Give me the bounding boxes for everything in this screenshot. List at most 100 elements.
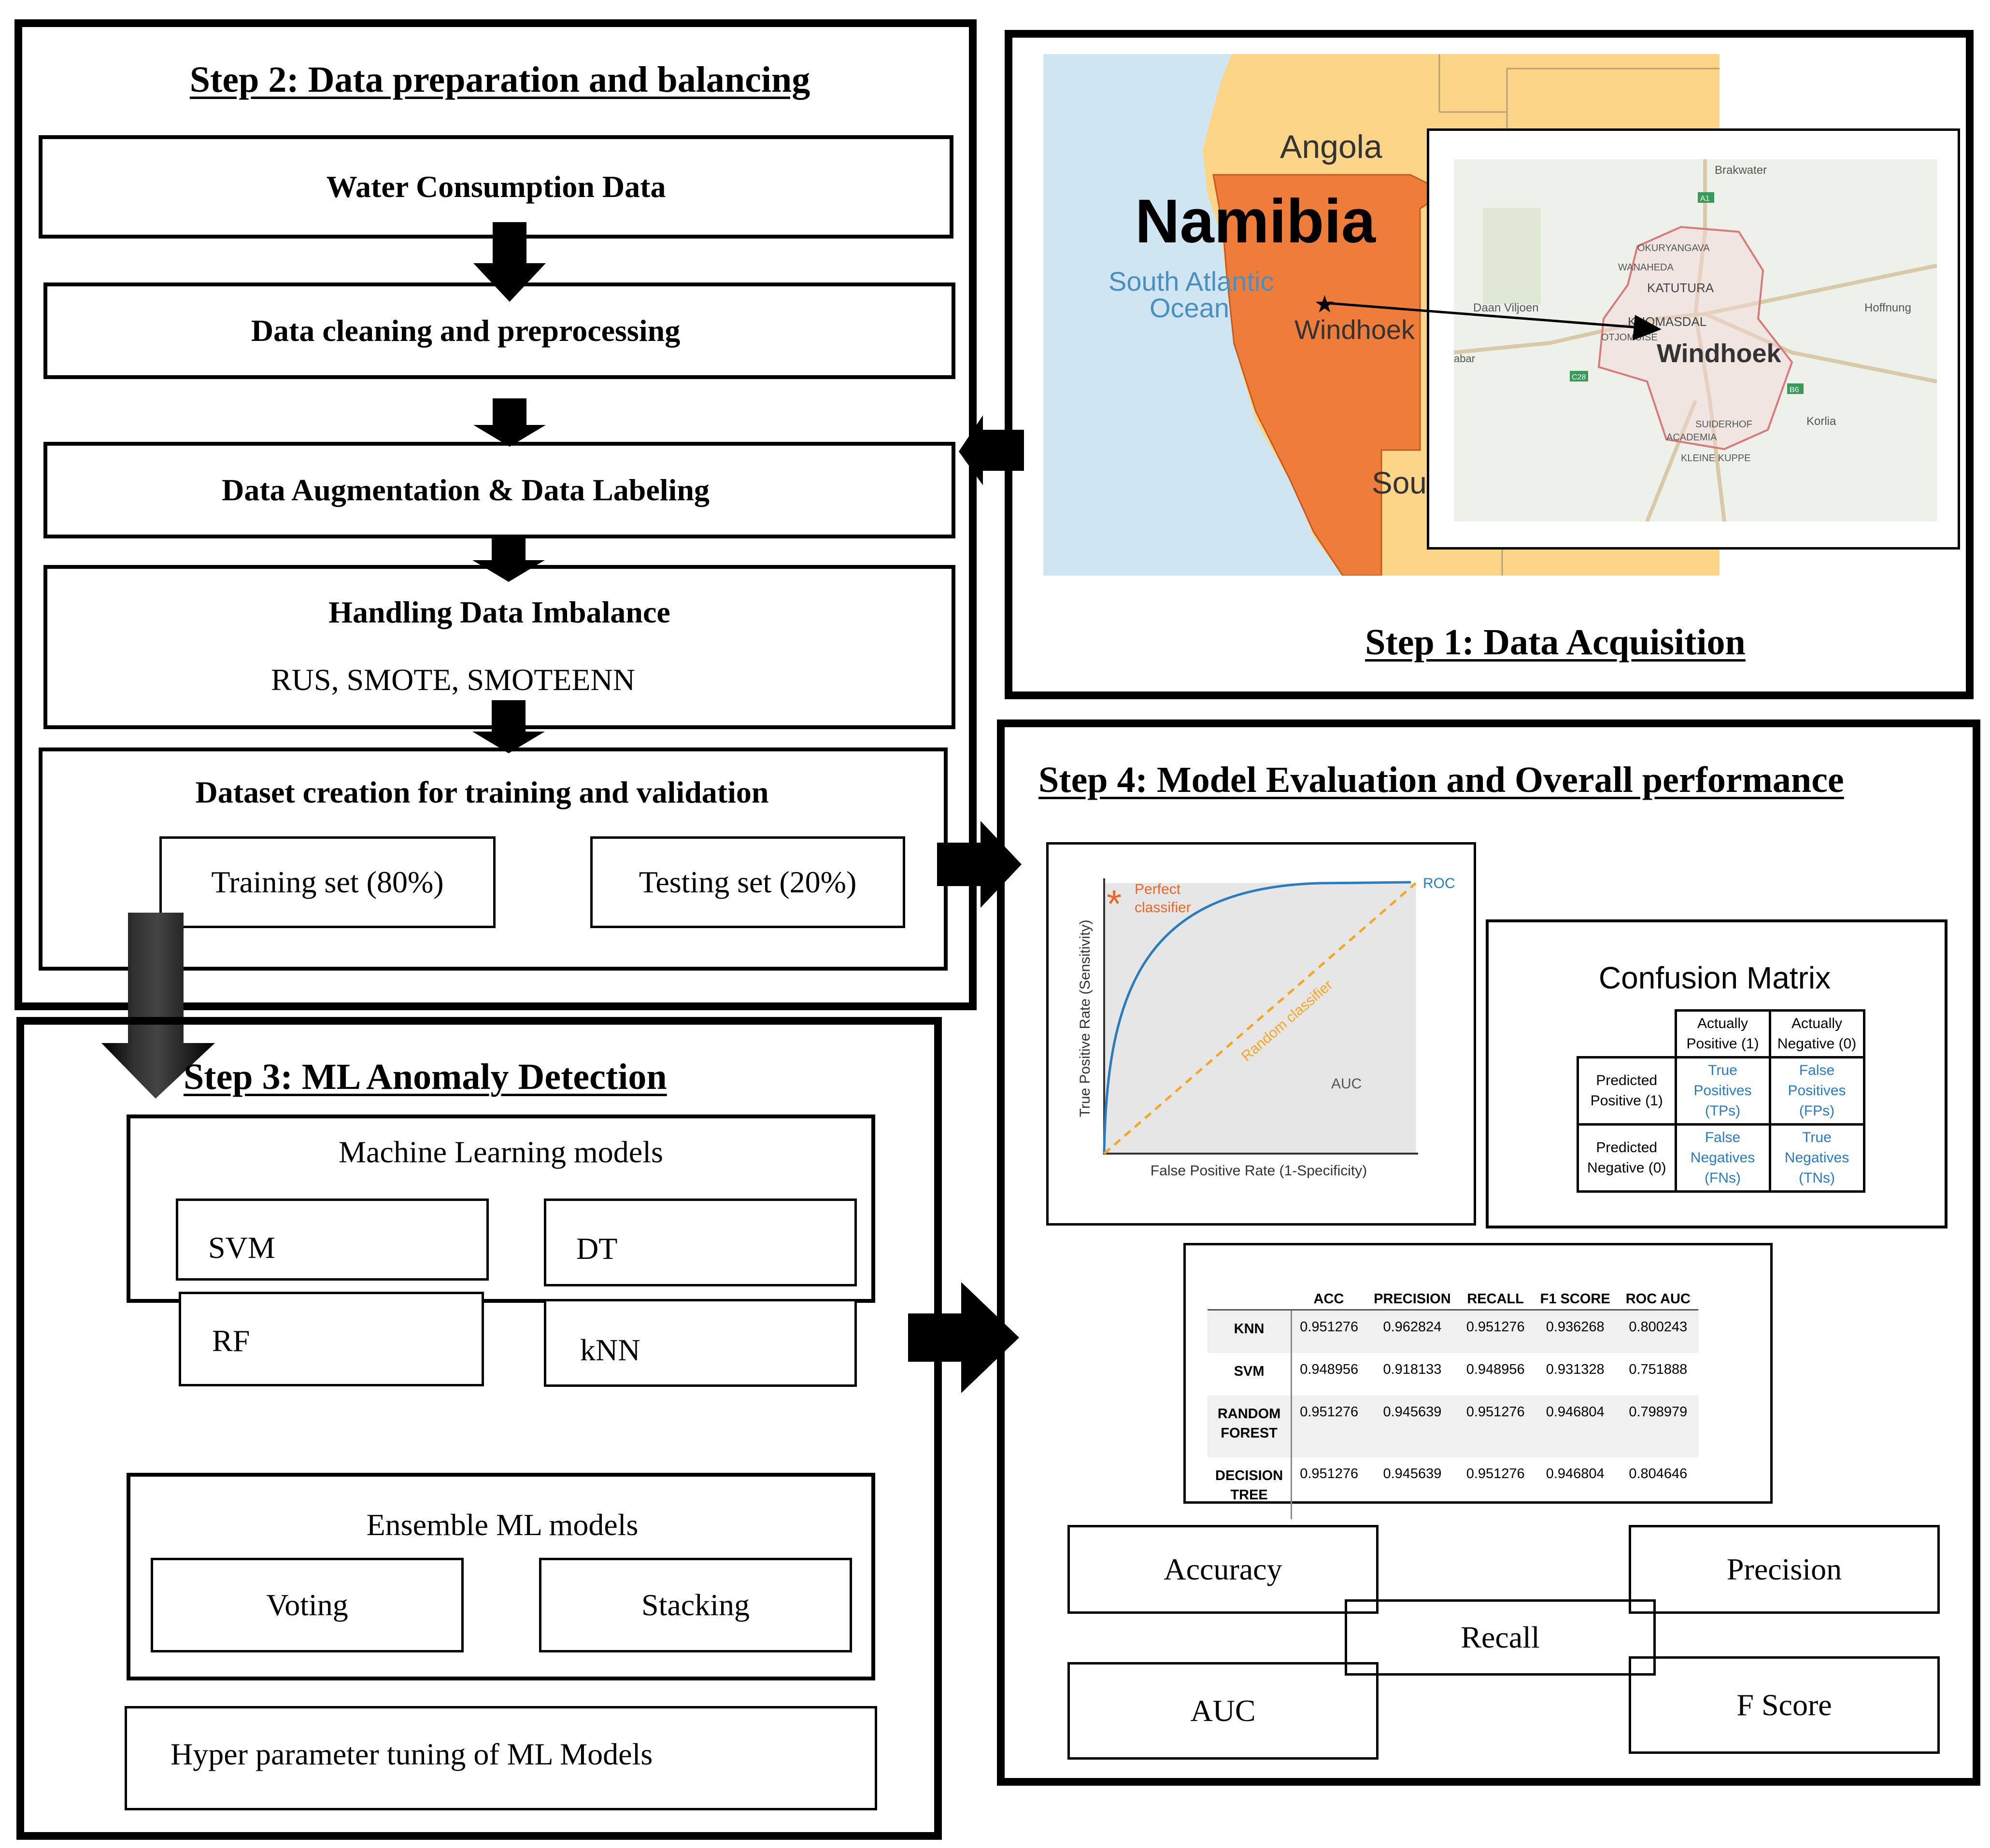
cm-col2-line2: Negative (0) — [1777, 1036, 1857, 1052]
road-label-c28: C28 — [1572, 373, 1586, 381]
cm-fp-line1: False — [1799, 1062, 1835, 1078]
cm-fp-line2: Positives — [1788, 1083, 1846, 1099]
dt-box: DT — [544, 1199, 857, 1286]
angola-label: Angola — [1280, 128, 1382, 165]
road-label-b6: B6 — [1790, 386, 1799, 394]
training-set-box: Training set (80%) — [159, 836, 496, 928]
results-header-blank — [1208, 1289, 1292, 1311]
random-classifier-line — [1103, 882, 1417, 1155]
city-label-katutura: KATUTURA — [1647, 281, 1714, 295]
results-cell: 0.936268 — [1532, 1310, 1618, 1353]
south-africa-partial-label: Sout — [1372, 466, 1436, 500]
ocean-label-2: Ocean — [1150, 293, 1229, 323]
results-cell: 0.945639 — [1383, 1466, 1442, 1481]
results-cell: 0.804646 — [1629, 1466, 1688, 1481]
cm-row2-line1: Predicted — [1596, 1140, 1658, 1156]
city-label-daan-viljoen: Daan Viljoen — [1473, 301, 1539, 314]
city-label-kleine-kuppe: KLEINE KUPPE — [1681, 453, 1751, 464]
roc-chart: * Perfect classifier ROC Random classifi… — [1077, 875, 1455, 1179]
cm-fn-line3: (FNs) — [1705, 1170, 1741, 1186]
city-title-windhoek: Windhoek — [1657, 339, 1781, 368]
cm-tn-line2: Negatives — [1784, 1150, 1849, 1166]
cm-row1-line2: Positive (1) — [1590, 1093, 1663, 1109]
svm-box: SVM — [176, 1199, 489, 1281]
results-cell: 0.946804 — [1546, 1466, 1605, 1481]
results-cell: 0.798979 — [1618, 1396, 1698, 1457]
cm-tp-line2: Positives — [1693, 1083, 1752, 1099]
arrow-down-4 — [472, 700, 545, 753]
rf-box: RF — [179, 1292, 484, 1386]
results-row-label-line2: FOREST — [1221, 1425, 1278, 1441]
ensemble-models-title: Ensemble ML models — [366, 1508, 639, 1542]
knn-box: kNN — [544, 1299, 857, 1387]
results-table-wrap: ACC PRECISION RECALL F1 SCORE ROC AUC KN… — [1208, 1289, 1698, 1519]
results-cell: 0.945639 — [1366, 1396, 1459, 1457]
step3-title: Step 3: ML Anomaly Detection — [184, 1057, 667, 1097]
testing-set-box: Testing set (20%) — [590, 836, 905, 928]
metric-fscore-box: F Score — [1629, 1656, 1940, 1754]
city-label-suiderhof: SUIDERHOF — [1695, 419, 1752, 430]
results-header-acc: ACC — [1291, 1289, 1366, 1311]
results-header-precision: PRECISION — [1366, 1289, 1459, 1311]
results-header-recall: RECALL — [1458, 1289, 1533, 1311]
cm-row1-line1: Predicted — [1596, 1072, 1658, 1088]
stacking-box: Stacking — [539, 1558, 852, 1652]
cm-fn-line2: Negatives — [1690, 1150, 1755, 1166]
step1-title: Step 1: Data Acquisition — [1365, 621, 1746, 663]
arrow-step2-to-step3 — [101, 913, 215, 1099]
results-cell: 0.951276 — [1458, 1396, 1533, 1457]
results-cell: 0.951276 — [1458, 1310, 1533, 1353]
results-cell: 0.951276 — [1291, 1396, 1366, 1457]
cm-corner — [1578, 1011, 1676, 1058]
data-imbalance-methods: RUS, SMOTE, SMOTEENN — [271, 663, 635, 697]
cm-fp-line3: (FPs) — [1799, 1103, 1835, 1119]
hyperparameter-tuning-box: Hyper parameter tuning of ML Models — [125, 1706, 877, 1810]
results-row-label-line1: RANDOM — [1217, 1406, 1281, 1422]
metric-recall-box: Recall — [1345, 1599, 1656, 1676]
metric-precision-box: Precision — [1629, 1525, 1940, 1614]
results-table: ACC PRECISION RECALL F1 SCORE ROC AUC KN… — [1208, 1289, 1698, 1519]
results-row-label: SVM — [1208, 1353, 1293, 1396]
city-label-brakwater: Brakwater — [1715, 164, 1767, 177]
roc-curve-label: ROC — [1423, 875, 1455, 891]
perfect-classifier-star: * — [1107, 882, 1122, 925]
cm-tn-line1: True — [1802, 1129, 1832, 1145]
namibia-label: Namibia — [1135, 187, 1376, 256]
step1-frame — [1005, 30, 1974, 699]
city-label-hoffnung: Hoffnung — [1864, 301, 1911, 314]
results-row-label: KNN — [1208, 1310, 1293, 1353]
windhoek-label: Windhoek — [1294, 314, 1415, 345]
step2-frame — [14, 19, 977, 1010]
metric-auc-box: AUC — [1067, 1662, 1379, 1760]
arrow-step3-to-step4 — [908, 1282, 1019, 1393]
data-imbalance-title: Handling Data Imbalance — [328, 595, 670, 629]
cm-col1-line1: Actually — [1697, 1016, 1748, 1031]
results-cell: 0.946804 — [1532, 1396, 1618, 1457]
step4-frame — [997, 719, 1980, 1786]
ml-models-title: Machine Learning models — [339, 1135, 663, 1169]
results-row-label-line1: DECISION — [1215, 1468, 1283, 1483]
arrow-down-1 — [473, 222, 546, 302]
cm-tn-line3: (TNs) — [1799, 1170, 1835, 1186]
arrow-down-3 — [472, 538, 545, 582]
confusion-matrix-title: Confusion Matrix — [1598, 960, 1831, 995]
roc-x-axis-label: False Positive Rate (1-Specificity) — [1151, 1163, 1367, 1179]
results-cell: 0.951276 — [1300, 1466, 1359, 1481]
perfect-classifier-label-2: classifier — [1135, 900, 1191, 916]
cm-row2-line2: Negative (0) — [1587, 1160, 1666, 1176]
ocean-label-1: South Atlantic — [1109, 266, 1274, 296]
